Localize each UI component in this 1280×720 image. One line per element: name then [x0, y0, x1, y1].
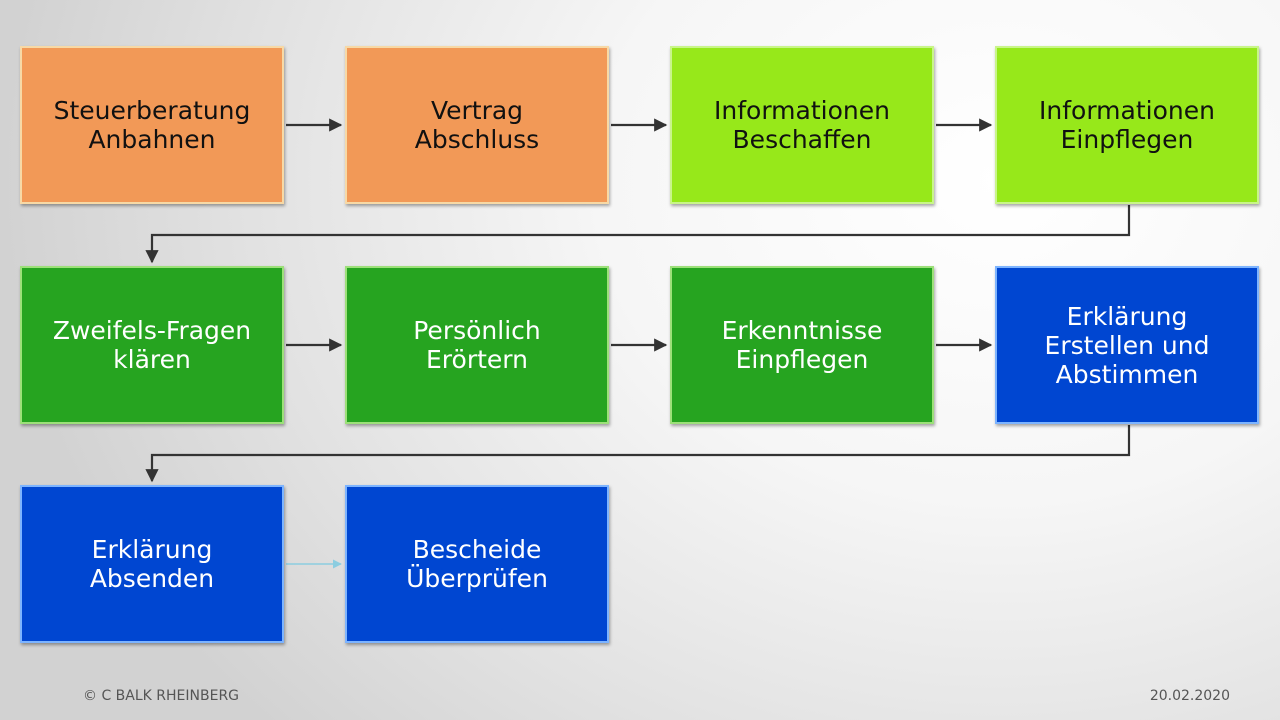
step-steuerberatung-anbahnen: Steuerberatung Anbahnen	[20, 46, 284, 204]
step-informationen-einpflegen: Informationen Einpflegen	[995, 46, 1259, 204]
arrow-4-5	[145, 205, 1131, 264]
step-vertrag-abschluss: Vertrag Abschluss	[345, 46, 609, 204]
step-erklaerung-absenden: Erklärung Absenden	[20, 485, 284, 643]
step-zweifels-fragen-klaeren: Zweifels-Fragen klären	[20, 266, 284, 424]
step-bescheide-ueberpruefen: Bescheide Überprüfen	[345, 485, 609, 643]
step-persoenlich-eroertern: Persönlich Erörtern	[345, 266, 609, 424]
footer-date: 20.02.2020	[1149, 688, 1230, 704]
step-erklaerung-erstellen-abstimmen: Erklärung Erstellen und Abstimmen	[995, 266, 1259, 424]
arrow-8-9	[145, 425, 1131, 483]
footer-copyright: © C BALK RHEINBERG	[83, 688, 240, 704]
step-erkenntnisse-einpflegen: Erkenntnisse Einpflegen	[670, 266, 934, 424]
step-informationen-beschaffen: Informationen Beschaffen	[670, 46, 934, 204]
